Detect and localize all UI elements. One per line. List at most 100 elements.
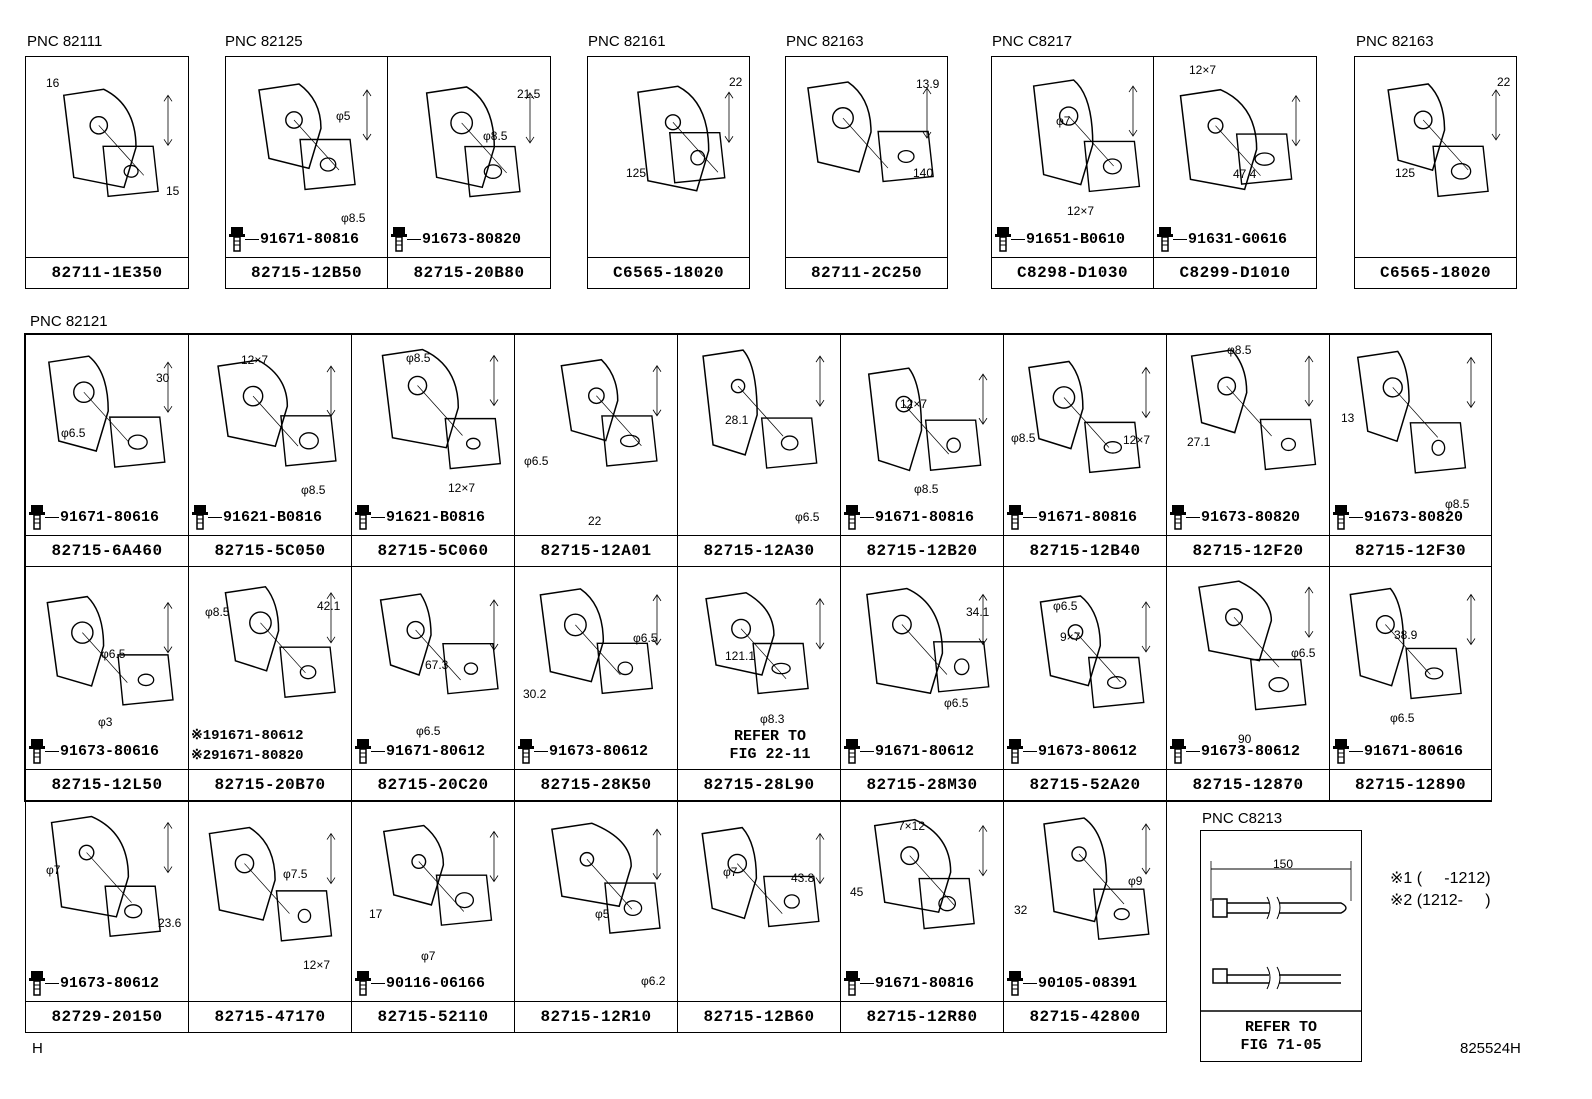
dimension-label: 7×12: [898, 819, 926, 833]
cell-c8213: 150 REFER TO FIG 71-05: [1200, 830, 1362, 1062]
dimension-label: φ6.5: [633, 631, 658, 645]
dimension-label: φ7.5: [283, 867, 308, 881]
dimension-label: 12×7: [900, 397, 928, 411]
pnc-82163-a-label: PNC 82163: [786, 33, 864, 50]
pnc-82121-label: PNC 82121: [30, 313, 108, 330]
dimension-label: 12×7: [1189, 63, 1217, 77]
dimension-label: 22: [1497, 75, 1511, 89]
part-number: 82715-12F30: [1330, 535, 1491, 566]
c8213-refer-note: REFER TO FIG 71-05: [1201, 1019, 1361, 1055]
bolt-part-number: 91671-80616: [60, 508, 160, 526]
bolt-callout: 91673-80616: [29, 738, 159, 764]
bolt-callout: 91671-80616: [29, 504, 159, 530]
bolt-callout: 91671-80612: [844, 738, 974, 764]
bolt-part-number: 91671-80816: [1038, 508, 1138, 526]
part-number: 82729-20150: [26, 1001, 188, 1032]
bolt-callout: 91673-80820: [391, 226, 521, 252]
dimension-label: 140: [913, 166, 934, 180]
bolt-callout: 91671-80616: [1333, 738, 1463, 764]
part-number: 82715-20B70: [189, 769, 351, 800]
dimension-label: 43.8: [791, 871, 815, 885]
dimension-label: φ6.5: [1053, 599, 1078, 613]
part-drawing: [560, 358, 662, 467]
dimension-label: 21.5: [517, 87, 541, 101]
dimension-label: φ6.5: [795, 510, 820, 524]
bolt-part-number: 91671-80612: [875, 742, 975, 760]
part-number: 82711-1E350: [26, 257, 188, 288]
bolt-callout: 91673-80612: [1007, 738, 1137, 764]
part-number: 82715-12A01: [515, 535, 677, 566]
part-drawing: [50, 815, 173, 938]
bolt-icon: [1170, 505, 1186, 530]
dimension-label: φ7: [46, 863, 61, 877]
dimension-label: 30.2: [523, 687, 547, 701]
bolt-part-number: 91673-80820: [1201, 508, 1301, 526]
bolt-part-number: 91673-80612: [1201, 742, 1301, 760]
part-drawing: [1043, 817, 1151, 940]
dimension-label: 32: [1014, 903, 1028, 917]
bolt-part-number: 91671-80612: [386, 742, 486, 760]
part-drawing: [1198, 580, 1314, 711]
bolt-callout: 91671-80612: [355, 738, 485, 764]
part-drawing: [382, 824, 499, 926]
bolt-icon: [995, 227, 1011, 252]
dimension-label: 12×7: [1123, 433, 1151, 447]
bolt-part-number: 91651-B0610: [1026, 230, 1126, 248]
dimension-label: φ6.5: [1390, 711, 1415, 725]
part-drawing: [1387, 83, 1501, 198]
part-number: 82715-52A20: [1004, 769, 1166, 800]
part-drawing: [1032, 79, 1141, 193]
bolt-icon: [29, 971, 45, 996]
bolt-callout: 91673-80612: [29, 970, 159, 996]
dimension-label: φ6.2: [641, 974, 666, 988]
bolt-part-number: 91621-B0816: [386, 508, 486, 526]
bolt-part-number: 90105-08391: [1038, 974, 1138, 992]
part-number: 82715-28L90: [678, 769, 840, 800]
cable-tie-drawing: [1201, 861, 1361, 1012]
bolt-part-number: 91673-80612: [549, 742, 649, 760]
dimension-label: φ6.5: [1291, 646, 1316, 660]
c8213-refer-line1: REFER TO: [1244, 1019, 1317, 1036]
part-drawing: [866, 587, 990, 695]
dimension-label: 121.1: [725, 649, 756, 663]
part-number: 82715-12B40: [1004, 535, 1166, 566]
part-number: C6565-18020: [588, 257, 749, 288]
bolt-part-number: 91671-80816: [875, 974, 975, 992]
dimension-label: 45: [850, 885, 864, 899]
bolt-part-number: ※191671-80612: [191, 728, 304, 744]
part-number: 82715-12L50: [26, 769, 188, 800]
bolt-icon: [29, 505, 45, 530]
part-number: 82715-12870: [1167, 769, 1329, 800]
part-drawing: [705, 591, 825, 695]
dimension-label: φ8.5: [341, 211, 366, 225]
bolt-callout: 91671-80816: [229, 226, 359, 252]
dimension-label: φ8.5: [1227, 343, 1252, 357]
bolt-icon: [844, 739, 860, 764]
part-number: 82715-12R10: [515, 1001, 677, 1032]
bolt-icon: [355, 739, 371, 764]
dimension-label: φ6.5: [524, 454, 549, 468]
bolt-part-number: 91671-80816: [260, 230, 360, 248]
dimension-label: 125: [626, 166, 647, 180]
bolt-part-number: 91673-80612: [60, 974, 160, 992]
part-number: 82715-12B20: [841, 535, 1003, 566]
part-drawing: [539, 588, 662, 695]
bolt-callout: 91621-B0816: [192, 504, 322, 530]
